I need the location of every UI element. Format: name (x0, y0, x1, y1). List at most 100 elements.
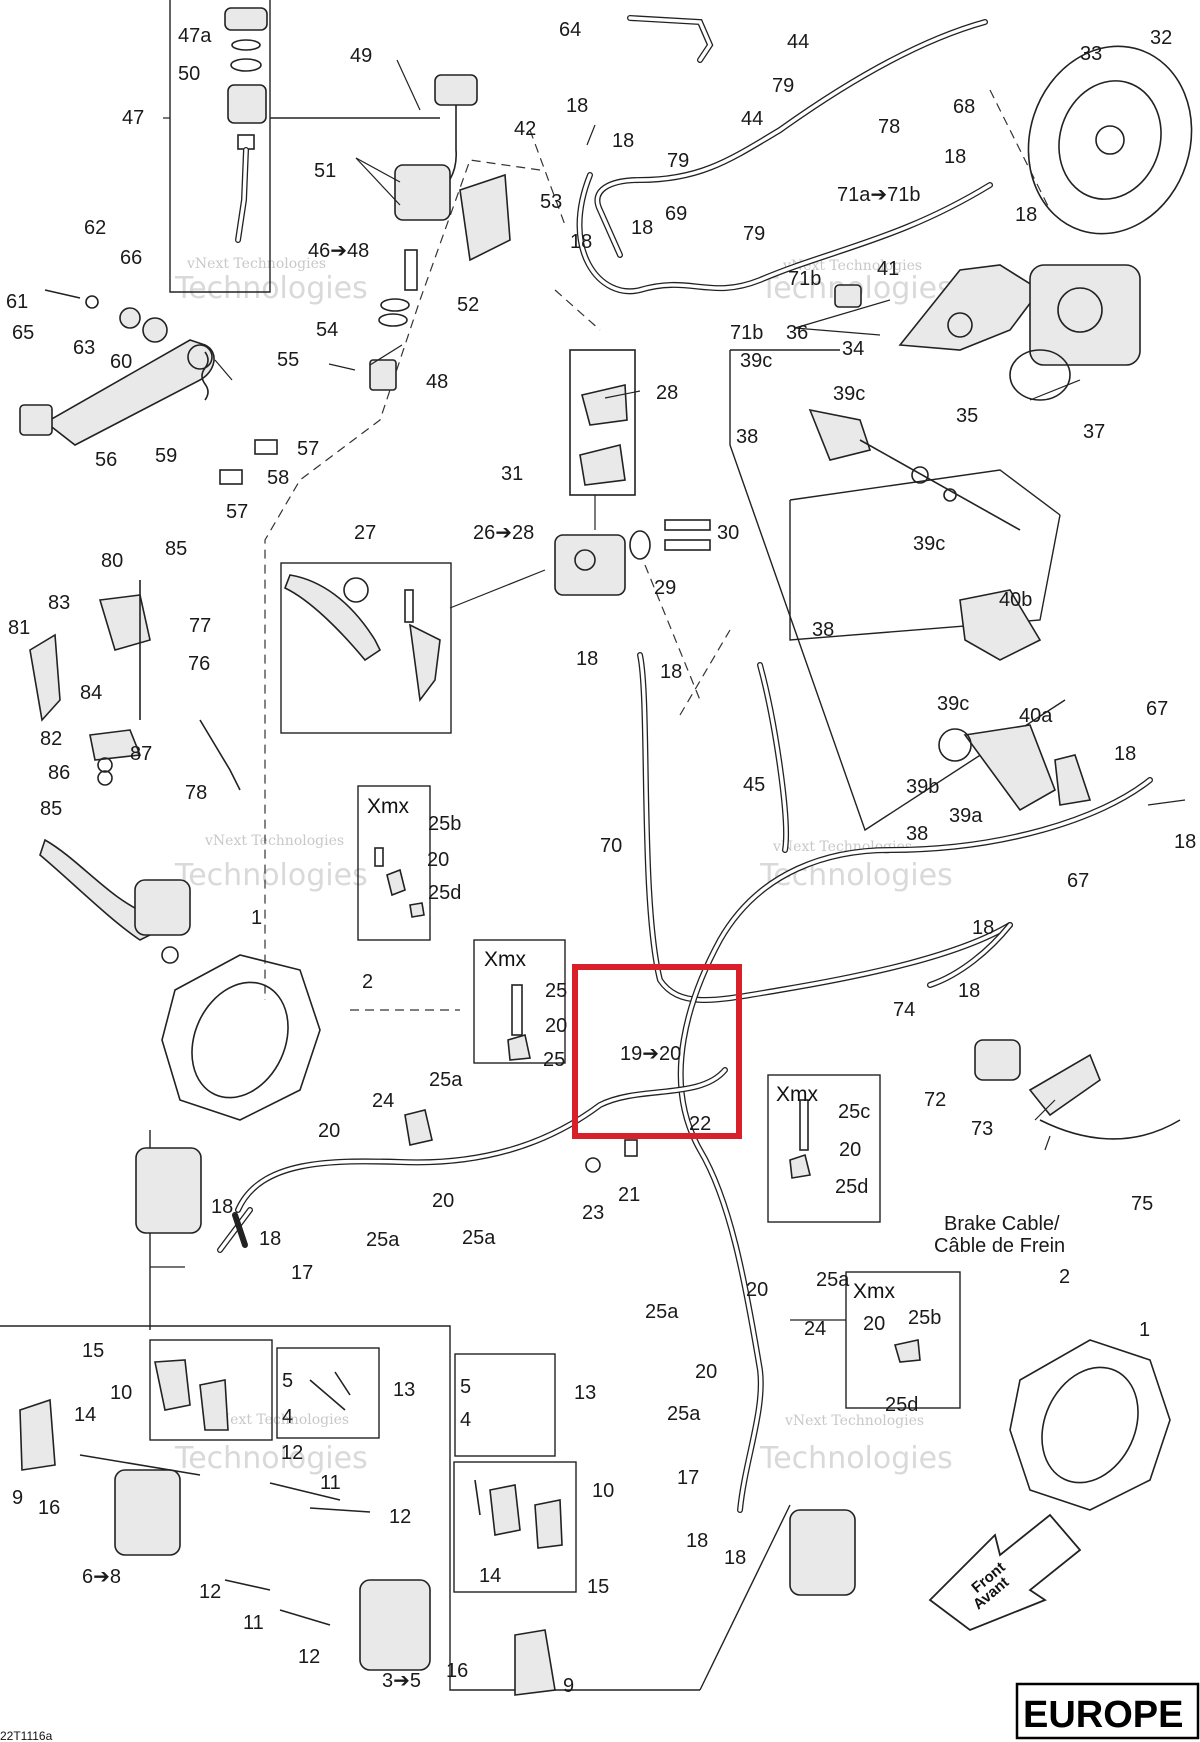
part-label: 18 (1015, 204, 1037, 226)
part-label: 10 (110, 1382, 132, 1404)
part-label: 49 (350, 45, 372, 67)
part-label: 59 (155, 445, 177, 467)
part-label: 15 (82, 1340, 104, 1362)
brake-cable-label-fr: Câble de Frein (934, 1235, 1065, 1257)
part-label: 20 (427, 849, 449, 871)
part-label: 5 (282, 1370, 293, 1392)
part-label: 6➔8 (82, 1566, 121, 1588)
part-label: 18 (211, 1196, 233, 1218)
part-label: 58 (267, 467, 289, 489)
part-label: 24 (372, 1090, 394, 1112)
leader-lines (150, 59, 1186, 1321)
part-label: 78 (878, 116, 900, 138)
part-label: 25d (885, 1394, 918, 1416)
part-label: 42 (514, 118, 536, 140)
part-label: 12 (298, 1646, 320, 1668)
part-label: 30 (717, 522, 739, 544)
part-label: 47 (122, 107, 144, 129)
part-label: 47a (178, 25, 212, 47)
part-label: 25a (429, 1069, 463, 1091)
watermark-technologies: Technologies (174, 271, 368, 306)
highlight-box (572, 964, 742, 1139)
part-label: 20 (432, 1190, 454, 1212)
part-label: 1 (1139, 1319, 1150, 1341)
front-caliper-right (789, 1509, 856, 1596)
part-label: 12 (199, 1581, 221, 1603)
part-label: 27 (354, 522, 376, 544)
part-label: 13 (574, 1382, 596, 1404)
watermark-technologies: Technologies (759, 858, 953, 893)
part-label: 72 (924, 1089, 946, 1111)
part-label: 18 (1174, 831, 1196, 853)
part-label: 18 (570, 231, 592, 253)
part-label: 57 (297, 438, 319, 460)
part-label: 73 (971, 1118, 993, 1140)
part-label: 85 (165, 538, 187, 560)
xmx-box-1 (357, 785, 431, 941)
part-label: 53 (540, 191, 562, 213)
part-label: 18 (566, 95, 588, 117)
parts (19, 7, 1193, 1696)
part-label: 70 (600, 835, 622, 857)
part-label: 44 (741, 108, 763, 130)
part-label: 35 (956, 405, 978, 427)
part-label: 39c (740, 350, 772, 372)
part-label: 83 (48, 592, 70, 614)
watermark-technologies: Technologies (174, 858, 368, 893)
brake-lines (217, 15, 1153, 1513)
part-label: 18 (972, 917, 994, 939)
part-label: 40a (1019, 705, 1053, 727)
part-label: 78 (185, 782, 207, 804)
part-label: 25a (645, 1301, 679, 1323)
part-label: 11 (243, 1612, 264, 1634)
brake-cable-label-en: Brake Cable/ (944, 1213, 1060, 1235)
part-label: 82 (40, 728, 62, 750)
watermark-technologies: Technologies (174, 1441, 368, 1476)
part-label: 3➔5 (382, 1670, 421, 1692)
part-label: 79 (743, 223, 765, 245)
part-label: 17 (291, 1262, 313, 1284)
part-label: 18 (259, 1228, 281, 1250)
part-label: 39b (906, 776, 939, 798)
part-label: 79 (667, 150, 689, 172)
brake-pedal (19, 339, 215, 446)
part-label: 20 (545, 1015, 567, 1037)
part-label: 34 (842, 338, 864, 360)
part-label: 50 (178, 63, 200, 85)
part-labels: 64 44 32 33 47a 50 47 49 18 18 42 44 79 … (6, 19, 1196, 1697)
part-label: 51 (314, 160, 336, 182)
watermark-vnext: vNext Technologies (204, 833, 344, 849)
xmx-title: Xmx (484, 948, 527, 971)
part-label: 66 (120, 247, 142, 269)
xmx-box-3 (767, 1074, 881, 1223)
part-label: 74 (893, 999, 915, 1021)
part-label: 20 (746, 1279, 768, 1301)
part-label: 18 (612, 130, 634, 152)
part-label: 67 (1146, 698, 1168, 720)
diagram-reference: 22T1116a (0, 1729, 53, 1742)
part-label: 25a (816, 1269, 850, 1291)
part-label: 17 (677, 1467, 699, 1489)
front-caliper-left (135, 1147, 202, 1234)
part-label: 68 (953, 96, 975, 118)
part-label: 25b (908, 1307, 941, 1329)
part-label: 86 (48, 762, 70, 784)
part-label: 1 (251, 907, 262, 929)
part-label: 18 (631, 217, 653, 239)
part-label: 25a (462, 1227, 496, 1249)
part-label: 80 (101, 550, 123, 572)
part-label: 71b (788, 268, 821, 290)
part-label: 81 (8, 617, 30, 639)
part-label: 55 (277, 349, 299, 371)
part-label: 44 (787, 31, 809, 53)
part-label: 38 (906, 823, 928, 845)
part-label: 61 (6, 291, 28, 313)
part-label: 5 (460, 1376, 471, 1398)
part-label: 12 (389, 1506, 411, 1528)
part-label: 39c (913, 533, 945, 555)
part-label: 18 (686, 1530, 708, 1552)
frames (0, 0, 1066, 1691)
part-label: 18 (944, 146, 966, 168)
part-label: 39c (937, 693, 969, 715)
part-label: 14 (74, 1404, 96, 1426)
